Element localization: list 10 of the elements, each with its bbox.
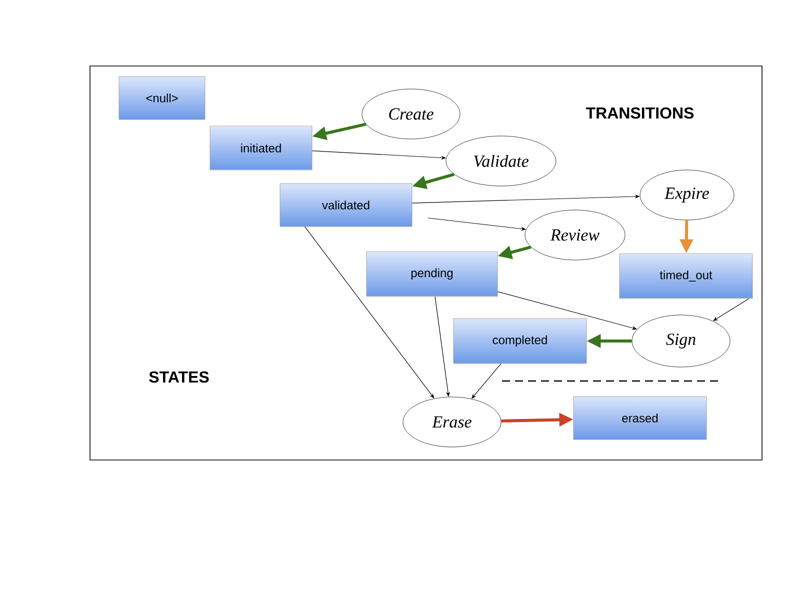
arrow: [304, 226, 434, 398]
state-box: completed: [453, 318, 587, 364]
state-box: pending: [366, 251, 498, 297]
state-box: erased: [573, 396, 707, 440]
section-heading: TRANSITIONS: [586, 107, 694, 119]
section-heading: STATES: [149, 371, 209, 383]
state-box: validated: [280, 183, 412, 227]
state-box: initiated: [210, 126, 312, 170]
state-box: timed_out: [619, 253, 753, 299]
state-box: <null>: [118, 76, 206, 120]
